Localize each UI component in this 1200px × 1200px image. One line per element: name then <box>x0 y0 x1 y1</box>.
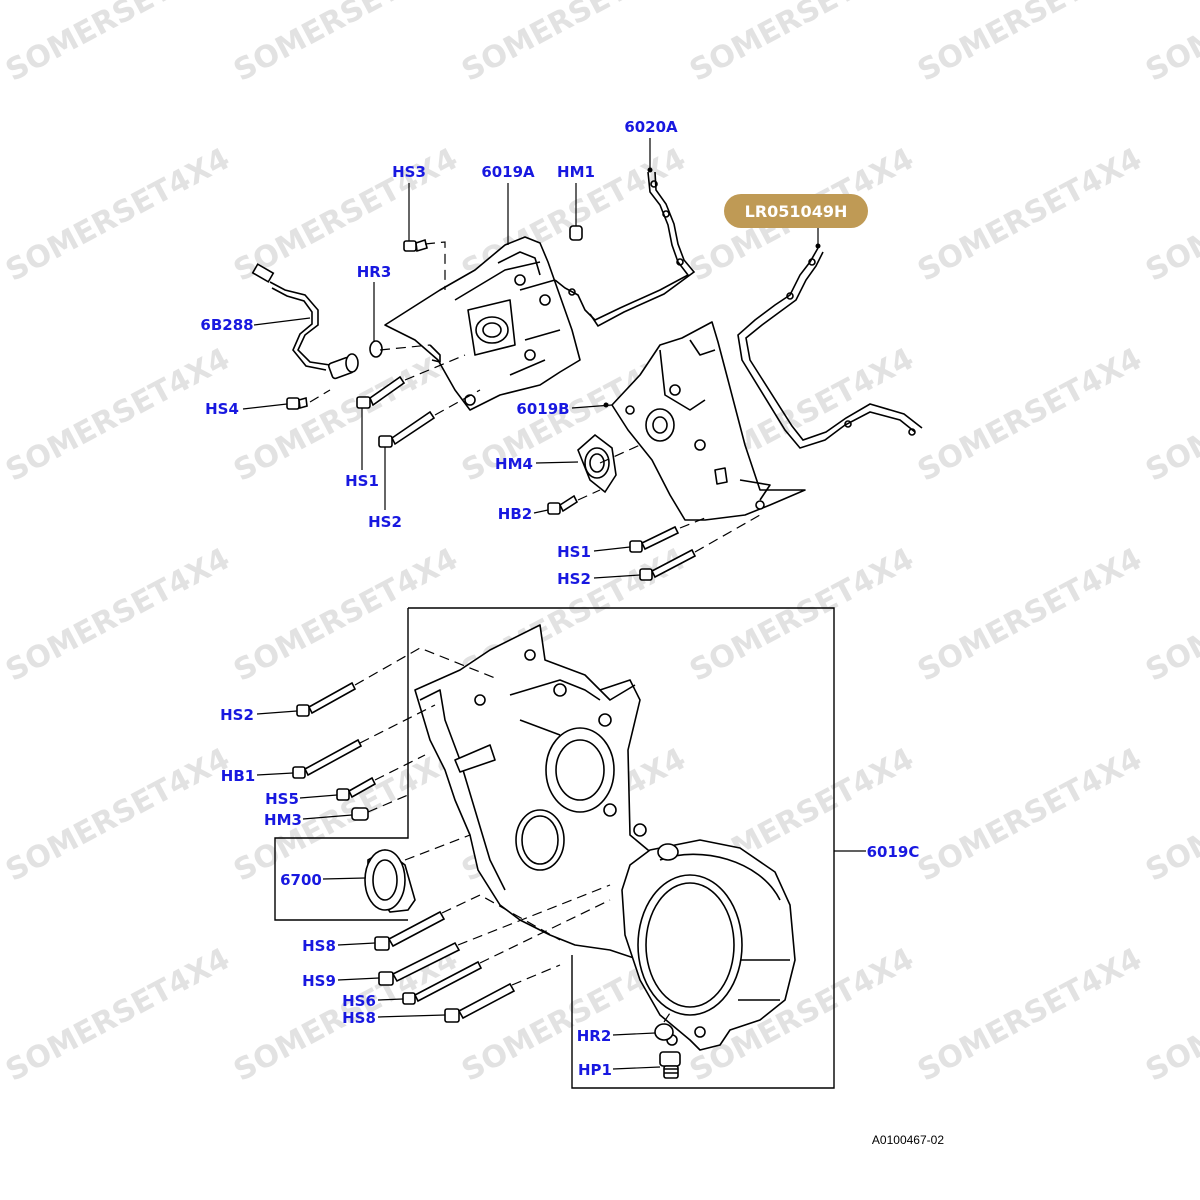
watermark-text: SOMERSET4X4 <box>228 0 463 89</box>
label-hs9[interactable]: HS9 <box>302 972 336 990</box>
watermark-text: SOMERSET4X4 <box>0 141 235 288</box>
watermark-text: SOMERSET4X4 <box>1140 0 1200 89</box>
cover-6019b-drawing <box>611 321 806 521</box>
bell-housing-drawing <box>621 839 796 1051</box>
assembly-lines-bottom <box>354 647 673 1023</box>
fasteners-top-drawing <box>286 225 697 581</box>
label-6019a[interactable]: 6019A <box>481 163 535 181</box>
watermark-text: SOMERSET4X4 <box>0 741 235 888</box>
label-hs6[interactable]: HS6 <box>342 992 376 1010</box>
watermark-text: SOMERSET4X4 <box>228 541 463 688</box>
watermark-text: SOMERSET4X4 <box>684 541 919 688</box>
gasket-lr051049h-drawing <box>737 247 923 449</box>
label-hm4[interactable]: HM4 <box>495 455 533 473</box>
watermark-text: SOMERSET4X4 <box>684 0 919 89</box>
part-number-badge[interactable]: LR051049H <box>724 194 868 228</box>
assembly-lines-top <box>309 241 761 553</box>
watermark-text: SOMERSET4X4 <box>912 941 1147 1088</box>
leader-dots <box>603 167 821 408</box>
label-hm1[interactable]: HM1 <box>557 163 595 181</box>
leader-lines <box>242 138 866 1070</box>
watermark-text: SOMERSET4X4 <box>456 0 691 89</box>
label-6020a[interactable]: 6020A <box>624 118 678 136</box>
label-hm3[interactable]: HM3 <box>264 811 302 829</box>
label-hp1[interactable]: HP1 <box>578 1061 612 1079</box>
gasket-6020a-drawing <box>554 171 696 328</box>
seal-hm4-drawing <box>577 433 617 494</box>
watermark-text: SOMERSET4X4 <box>912 741 1147 888</box>
label-6019b[interactable]: 6019B <box>516 400 569 418</box>
label-hs8-lower[interactable]: HS8 <box>342 1009 376 1027</box>
badge-part-number: LR051049H <box>745 202 848 221</box>
watermark-text: SOMERSET4X4 <box>1140 141 1200 288</box>
oring-hr2-drawing <box>654 1023 674 1041</box>
label-hs5[interactable]: HS5 <box>265 790 299 808</box>
label-hs2-top[interactable]: HS2 <box>368 513 402 531</box>
watermark-text: SOMERSET4X4 <box>912 141 1147 288</box>
label-6b288[interactable]: 6B288 <box>200 316 253 334</box>
fasteners-bottom-drawing <box>292 681 516 1023</box>
watermark-text: SOMERSET4X4 <box>912 541 1147 688</box>
watermark-text: SOMERSET4X4 <box>912 0 1147 89</box>
label-hb2[interactable]: HB2 <box>498 505 532 523</box>
label-hs2-mid[interactable]: HS2 <box>557 570 591 588</box>
plug-hp1-drawing <box>659 1051 681 1079</box>
watermark-text: SOMERSET4X4 <box>0 541 235 688</box>
watermark-text: SOMERSET4X4 <box>1140 941 1200 1088</box>
sensor-6b288-drawing <box>251 263 359 380</box>
watermark-text: SOMERSET4X4 <box>0 341 235 488</box>
part-labels: HS3 6019A HM1 6020A HR3 6B288 HS4 HS1 HS… <box>200 118 919 1079</box>
label-6019c[interactable]: 6019C <box>867 843 920 861</box>
seal-6700-drawing <box>364 849 416 913</box>
cover-6019a-drawing <box>384 236 581 411</box>
watermark-text: SOMERSET4X4 <box>1140 541 1200 688</box>
diagram-reference-code: A0100467-02 <box>872 1133 944 1147</box>
watermark-text: SOMERSET4X4 <box>1140 741 1200 888</box>
badge-background <box>724 194 868 228</box>
oring-hr3-drawing <box>369 340 383 358</box>
label-hs1-top[interactable]: HS1 <box>345 472 379 490</box>
watermark-text: SOMERSET4X4 <box>1140 341 1200 488</box>
label-hs8-upper[interactable]: HS8 <box>302 937 336 955</box>
watermark-text: SOMERSET4X4 <box>912 341 1147 488</box>
watermark-text: SOMERSET4X4 <box>0 0 235 89</box>
label-hr2[interactable]: HR2 <box>577 1027 612 1045</box>
label-hb1[interactable]: HB1 <box>221 767 255 785</box>
label-6700[interactable]: 6700 <box>280 871 322 889</box>
group-bracket-6019c <box>274 607 835 1089</box>
label-hs3[interactable]: HS3 <box>392 163 426 181</box>
label-hs4[interactable]: HS4 <box>205 400 239 418</box>
label-hr3[interactable]: HR3 <box>357 263 392 281</box>
label-hs1-mid[interactable]: HS1 <box>557 543 591 561</box>
label-hs2-bottom[interactable]: HS2 <box>220 706 254 724</box>
watermark-text: SOMERSET4X4 <box>0 941 235 1088</box>
cover-6019c-drawing <box>414 624 661 961</box>
